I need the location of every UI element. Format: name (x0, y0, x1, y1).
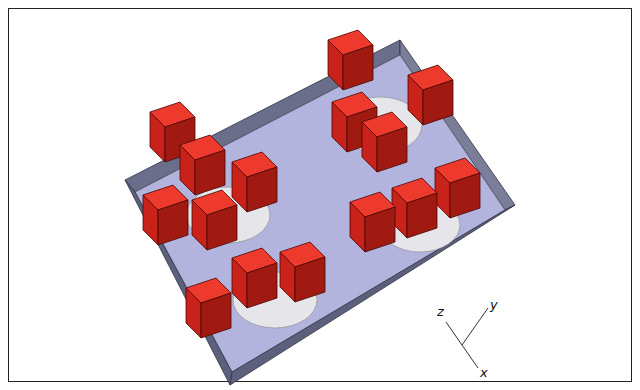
axis-label: z (437, 305, 444, 318)
axis-triad (446, 308, 488, 368)
axis-label: y (490, 298, 498, 311)
axis-label: x (480, 366, 488, 379)
